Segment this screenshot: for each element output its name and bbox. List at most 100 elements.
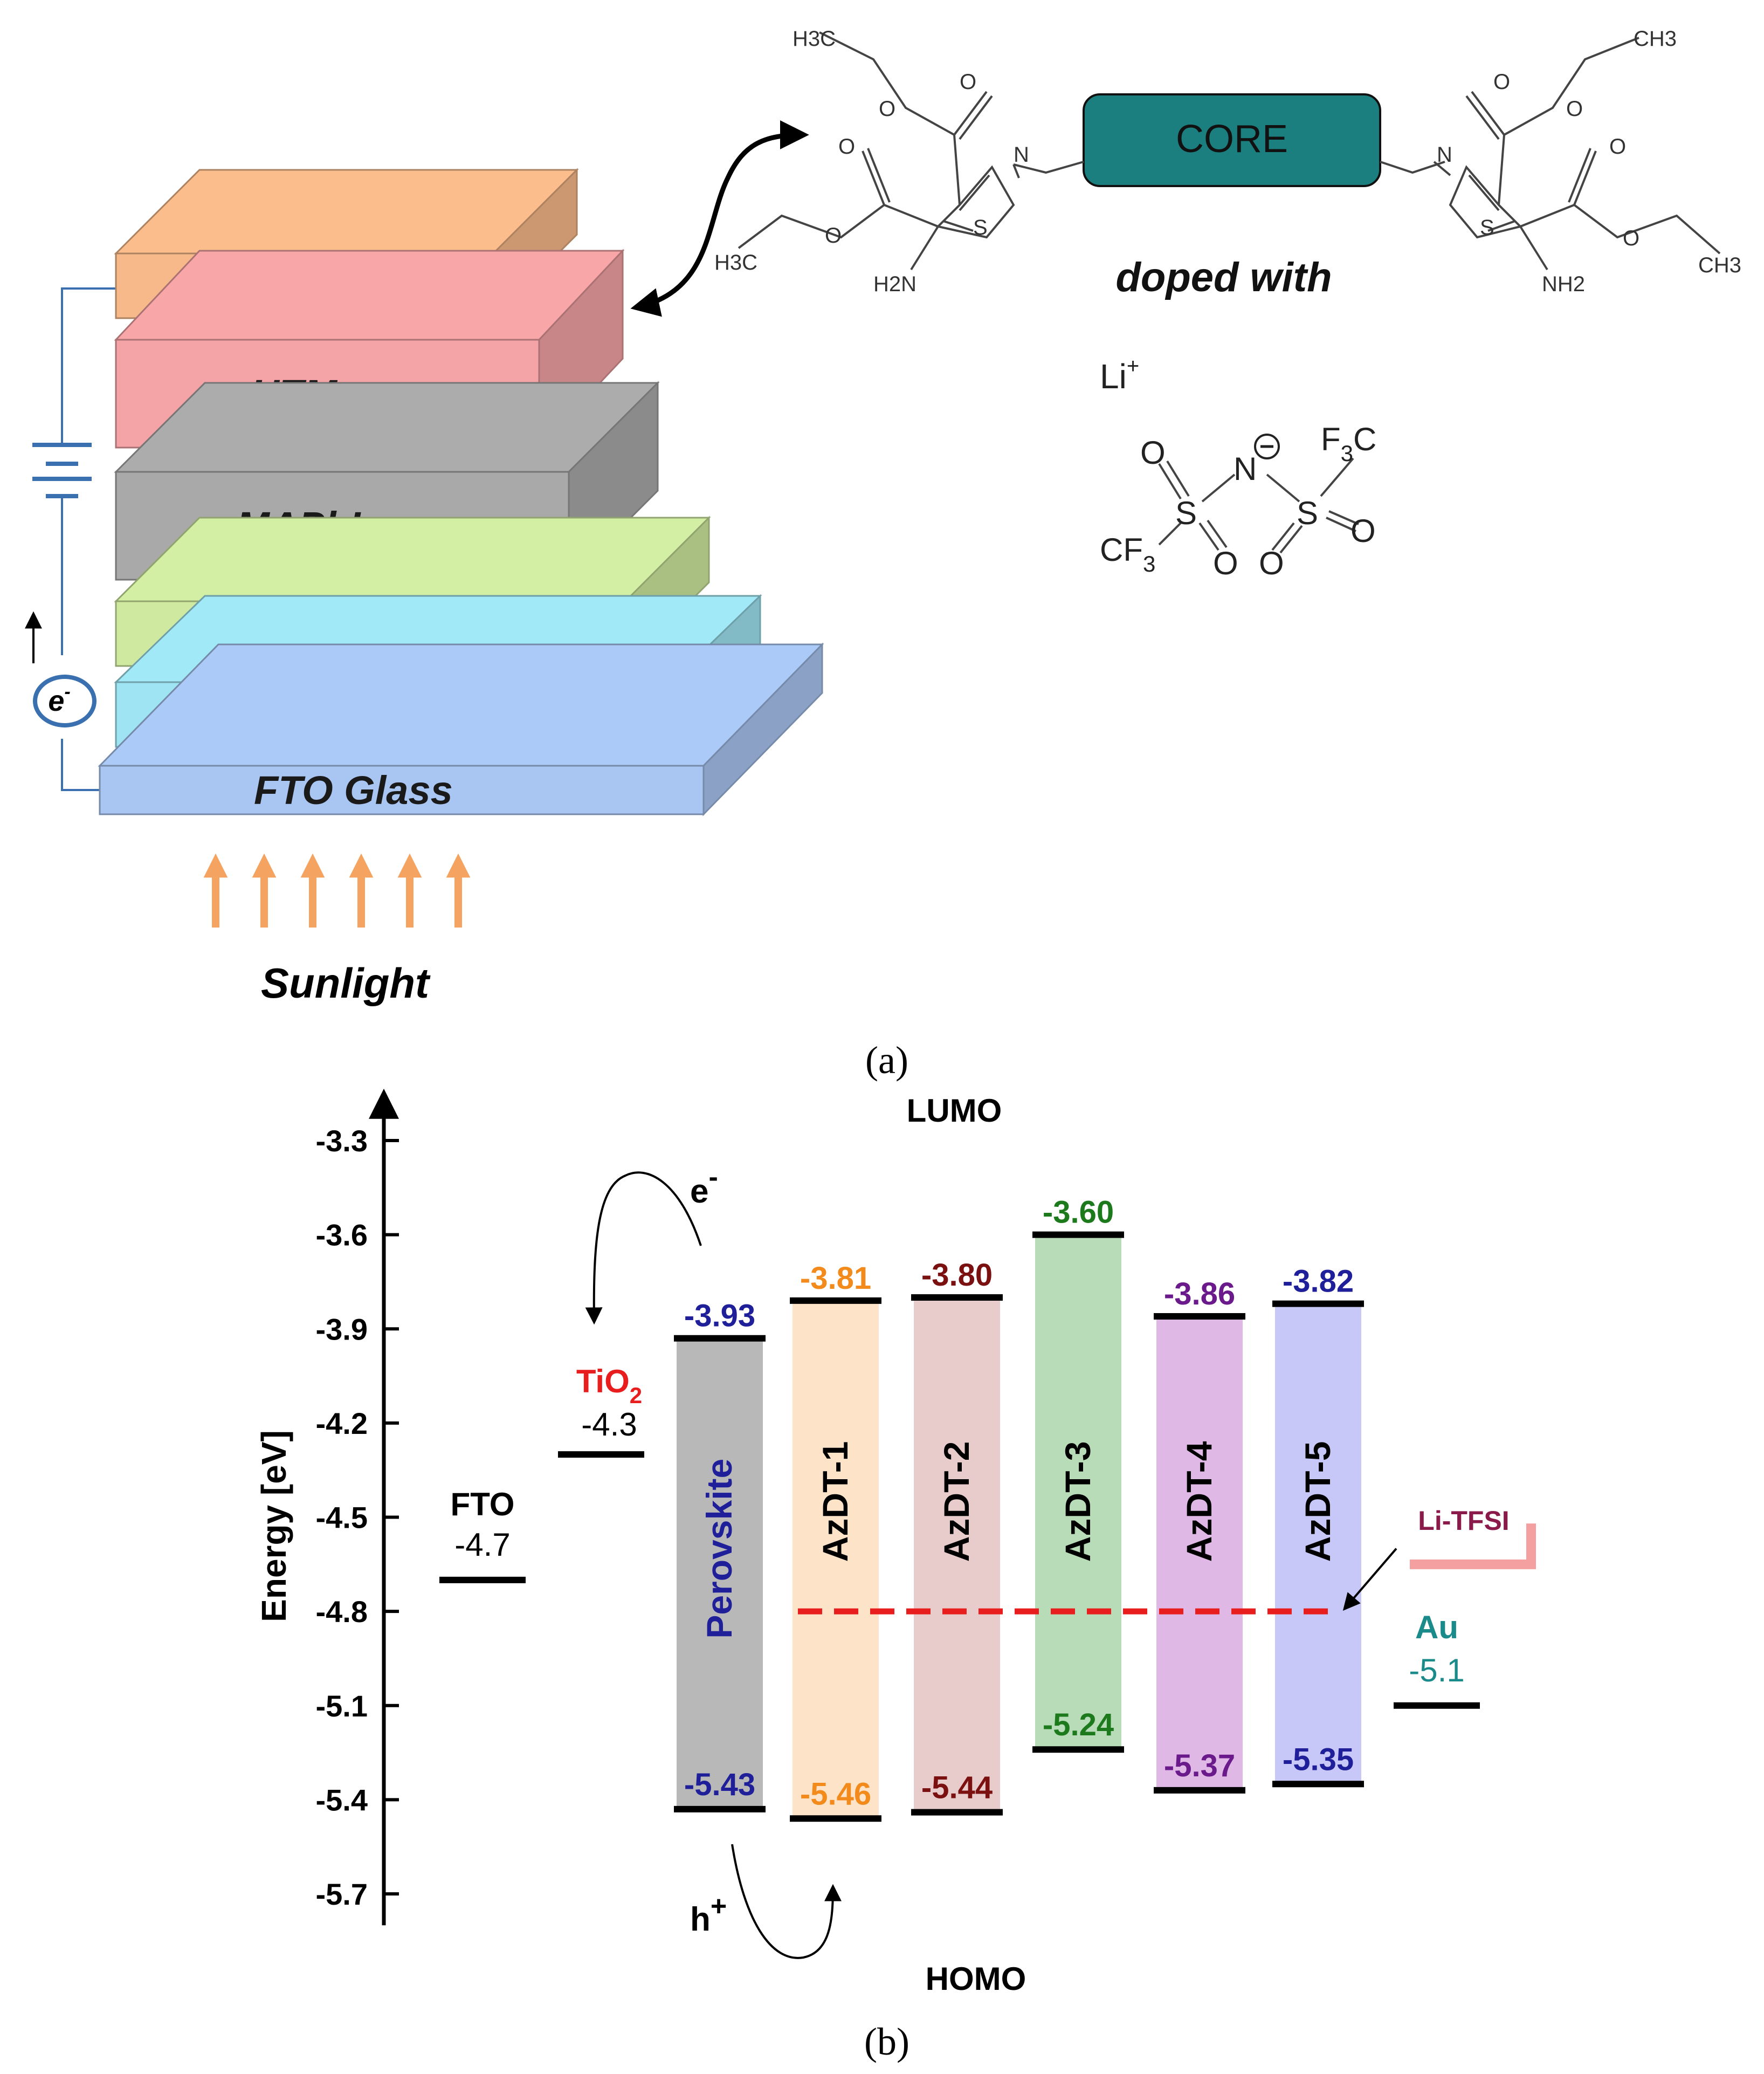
hole-transfer-arrow [731,1844,842,1959]
electron-circle-icon [33,675,97,727]
oxygen-4: O [825,224,842,248]
nitrogen-right: N [1437,143,1452,167]
doped-with-label: doped with [1115,255,1332,300]
band-gap-rect [1035,1234,1121,1750]
band-azdt-4: -3.86 -5.37 AzDT-4 [1154,1276,1245,1794]
caption-b: (b) [864,2020,909,2063]
electron-transfer-label: e- [690,1162,718,1210]
electrode-tio: TiO2-4.3 [558,1363,644,1458]
homo-value-label: -5.43 [684,1767,755,1802]
electron-circle-label: e- [48,682,70,717]
amine-right: NH2 [1542,272,1585,296]
tfsi-sulfur-left: S [1175,495,1197,531]
tfsi-oxygen-2: O [1213,545,1238,581]
tfsi-anion [1158,457,1359,554]
y-tick-label: -5.1 [316,1689,368,1723]
band-azdt-1: -3.81 -5.46 AzDT-1 [790,1261,881,1822]
y-tick-label: -4.2 [316,1406,368,1440]
external-circuit [61,287,119,791]
band-name-label: AzDT-4 [1179,1441,1219,1562]
layer-front-face [99,765,705,815]
band-name-label: Perovskite [699,1459,739,1639]
panel-b-energy-diagram: -3.3-3.6-3.9-4.2-4.5-4.8-5.1-5.4-5.7 Ene… [254,1088,1536,2063]
dopant-bracket [1410,1523,1536,1569]
sulfur-left: S [973,216,988,239]
layer-top-face [98,643,824,767]
tfsi-oxygen-4: O [1350,513,1376,549]
electrode-fto: FTO-4.7 [439,1486,526,1583]
htm-link-arrow [630,120,809,317]
nitrogen-left: N [1014,143,1029,167]
electrode-levels: FTO-4.7 TiO2-4.3Au -5.1 [439,1363,1480,1709]
energy-axis: -3.3-3.6-3.9-4.2-4.5-4.8-5.1-5.4-5.7 [316,1088,399,1926]
y-tick-label: -3.6 [316,1218,368,1252]
homo-value-label: -5.46 [800,1776,871,1811]
electrode-value: -5.1 [1409,1652,1464,1688]
oxygen-6: O [1566,97,1583,121]
homo-value-label: -5.37 [1164,1748,1235,1783]
band-gap-rect [1156,1316,1243,1790]
lumo-label: LUMO [907,1093,1002,1129]
y-tick-label: -4.5 [316,1501,368,1535]
caption-a: (a) [865,1039,908,1082]
ethyl-left-top: H3C [793,27,836,51]
homo-value-label: -5.35 [1283,1742,1354,1777]
oxygen-2: O [879,97,895,121]
tfsi-cf3: CF3 [1100,532,1155,576]
sunlight-arrows [203,853,471,928]
tfsi-nitrogen: N [1234,451,1257,487]
band-name-label: AzDT-1 [815,1441,855,1562]
layer-label: FTO Glass [254,768,453,813]
layer-top-face [114,250,625,341]
lumo-value-label: -3.60 [1043,1195,1114,1230]
lumo-value-label: -3.86 [1164,1276,1235,1311]
layer-top-face [114,517,711,602]
core-box [1083,93,1381,187]
sunlight-label: Sunlight [261,959,431,1007]
band-name-label: AzDT-3 [1058,1441,1098,1562]
azdt-molecule [738,31,1721,271]
band-azdt-3: -3.60 -5.24 AzDT-3 [1032,1195,1124,1753]
layer-top-face [114,382,660,473]
ethyl-right-top: CH3 [1634,27,1677,51]
electrode-name: Au [1415,1609,1458,1645]
electrode-name: FTO [451,1486,515,1522]
band-gap-rect [1275,1303,1361,1784]
hole-transfer-label: h+ [690,1891,727,1938]
negative-charge-icon [1254,434,1280,459]
lumo-value-label: -3.93 [684,1299,755,1334]
electrode-name: TiO2 [576,1363,642,1408]
band-gap-rect [677,1338,763,1809]
oxygen-7: O [1609,135,1626,159]
layer-fto-glass: FTO Glass [98,642,824,816]
oxygen-8: O [1623,226,1639,250]
lumo-value-label: -3.80 [921,1258,993,1293]
panel-a-device-stack: e- AuHTMMAPbI3m-TiO2b-TiO2FTO Glass Sunl… [25,27,1741,1082]
band-gap-rect [914,1297,1000,1812]
tfsi-oxygen-1: O [1140,435,1166,471]
electrode-value: -4.3 [581,1406,637,1443]
ethyl-right-bottom: CH3 [1698,253,1741,277]
core-label: CORE [1176,118,1288,161]
sulfur-right: S [1480,216,1494,239]
oxygen-1: O [960,70,976,94]
electrode-au: Au -5.1 [1394,1609,1480,1709]
layer-stack: AuHTMMAPbI3m-TiO2b-TiO2FTO Glass [98,168,824,816]
homo-label: HOMO [926,1961,1026,1997]
y-tick-label: -3.3 [316,1124,368,1158]
dopant-pointer-arrow [1342,1548,1397,1611]
lithium-ion-label: Li+ [1100,354,1139,396]
y-tick-label: -3.9 [316,1312,368,1346]
ethyl-left-bottom: H3C [714,251,757,274]
lumo-value-label: -3.81 [800,1261,871,1296]
molecule-atom-labels: CORE H3C H3C CH3 CH3 H2N NH2 S S N N O O… [714,27,1741,296]
y-tick-label: -5.4 [316,1783,368,1817]
band-gap-rect [793,1300,879,1819]
homo-value-label: -5.24 [1043,1707,1114,1742]
dopant-level: Li-TFSI [798,1506,1536,1615]
y-axis-title: Energy [eV] [254,1430,293,1622]
battery-icon [32,443,92,498]
